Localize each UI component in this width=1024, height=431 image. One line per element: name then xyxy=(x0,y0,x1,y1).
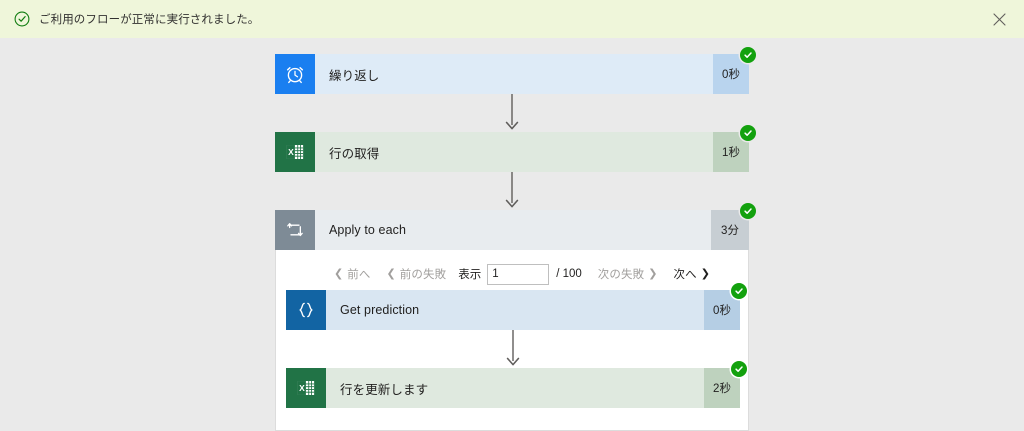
status-badge xyxy=(740,203,756,219)
flow-step-surface: 繰り返し xyxy=(315,54,713,94)
excel-icon: X xyxy=(286,368,326,408)
flow-step-body: 繰り返し 0秒 xyxy=(315,54,749,94)
flow-scope-apply-to-each: Apply to each 3分 ❮ 前へ xyxy=(275,203,756,431)
braces-icon xyxy=(286,290,326,330)
status-badge xyxy=(740,125,756,141)
status-badge xyxy=(731,283,747,299)
flow-step-body: Get prediction 0秒 xyxy=(326,290,740,330)
flow-step-apply-to-each[interactable]: Apply to each 3分 xyxy=(275,203,756,250)
flow-step-title: Apply to each xyxy=(329,223,407,237)
pagination-next-label: 次へ xyxy=(673,269,697,281)
status-badge xyxy=(740,47,756,63)
flow-connector-arrow xyxy=(275,172,749,210)
pagination-display-label: 表示 xyxy=(458,269,482,281)
alarm-clock-icon xyxy=(275,54,315,94)
flow-step-title: 繰り返し xyxy=(329,68,380,83)
check-circle-icon xyxy=(14,11,30,27)
status-badge xyxy=(731,361,747,377)
flow-connector-arrow xyxy=(275,94,749,132)
scope-step-wrapper: Get prediction 0秒 xyxy=(286,283,747,330)
chevron-left-icon: ❮ xyxy=(333,267,344,280)
chevron-right-icon: ❯ xyxy=(648,267,658,280)
pagination-next-failure-button[interactable]: 次の失敗 ❯ xyxy=(590,263,666,285)
pagination-previous-failure-label: 前の失敗 xyxy=(399,269,447,281)
flow-step-title: Get prediction xyxy=(340,303,420,317)
pagination-total-label: / 100 xyxy=(556,268,582,280)
chevron-right-icon: ❯ xyxy=(700,267,711,280)
flow-step-surface: 行の取得 xyxy=(315,132,713,172)
excel-icon: X xyxy=(275,132,315,172)
pagination-next-failure-label: 次の失敗 xyxy=(597,269,645,281)
flow-run-canvas: 繰り返し 0秒 xyxy=(0,38,1024,431)
flow-step-title: 行を更新します xyxy=(340,382,429,397)
scope-header[interactable]: Apply to each 3分 xyxy=(275,203,756,250)
pagination-previous-label: 前へ xyxy=(347,269,371,281)
close-icon[interactable] xyxy=(984,4,1014,34)
flow-step-update-row[interactable]: X 行を更新します 2秒 xyxy=(286,361,747,408)
flow-step-get-row[interactable]: X 行の取得 1秒 xyxy=(275,125,756,172)
flow-connector-arrow xyxy=(286,330,740,368)
flow-step-duration: 0秒 xyxy=(713,54,749,94)
flow-step-get-prediction[interactable]: Get prediction 0秒 xyxy=(286,283,747,330)
flow-step-surface: 行を更新します xyxy=(326,368,704,408)
pagination-next-button[interactable]: 次へ ❯ xyxy=(666,263,719,285)
flow-steps-column: 繰り返し 0秒 xyxy=(275,47,756,431)
notification-message: ご利用のフローが正常に実行されました。 xyxy=(39,14,260,26)
pagination-page-input[interactable] xyxy=(487,263,550,285)
success-notification-bar: ご利用のフローが正常に実行されました。 xyxy=(0,0,1024,38)
svg-text:X: X xyxy=(299,383,305,393)
scope-step-wrapper: X 行を更新します 2秒 xyxy=(286,361,747,408)
pagination-previous-button[interactable]: ❮ 前へ xyxy=(326,263,379,285)
flow-step-body: Apply to each 3分 xyxy=(315,210,749,250)
flow-step-recurrence[interactable]: 繰り返し 0秒 xyxy=(275,47,756,94)
scope-body: ❮ 前へ ❮ 前の失敗 表示 / 100 次の失敗 ❯ 次へ xyxy=(275,250,749,431)
flow-step-body: 行を更新します 2秒 xyxy=(326,368,740,408)
svg-text:X: X xyxy=(288,147,294,157)
loop-icon xyxy=(275,210,315,250)
flow-step-body: 行の取得 1秒 xyxy=(315,132,749,172)
flow-step-surface: Get prediction xyxy=(326,290,704,330)
flow-step-surface: Apply to each xyxy=(315,210,711,250)
flow-step-title: 行の取得 xyxy=(329,146,380,161)
notification-content: ご利用のフローが正常に実行されました。 xyxy=(14,11,984,27)
pagination-previous-failure-button[interactable]: ❮ 前の失敗 xyxy=(378,263,454,285)
scope-pagination: ❮ 前へ ❮ 前の失敗 表示 / 100 次の失敗 ❯ 次へ xyxy=(286,258,738,290)
chevron-left-icon: ❮ xyxy=(386,267,396,280)
